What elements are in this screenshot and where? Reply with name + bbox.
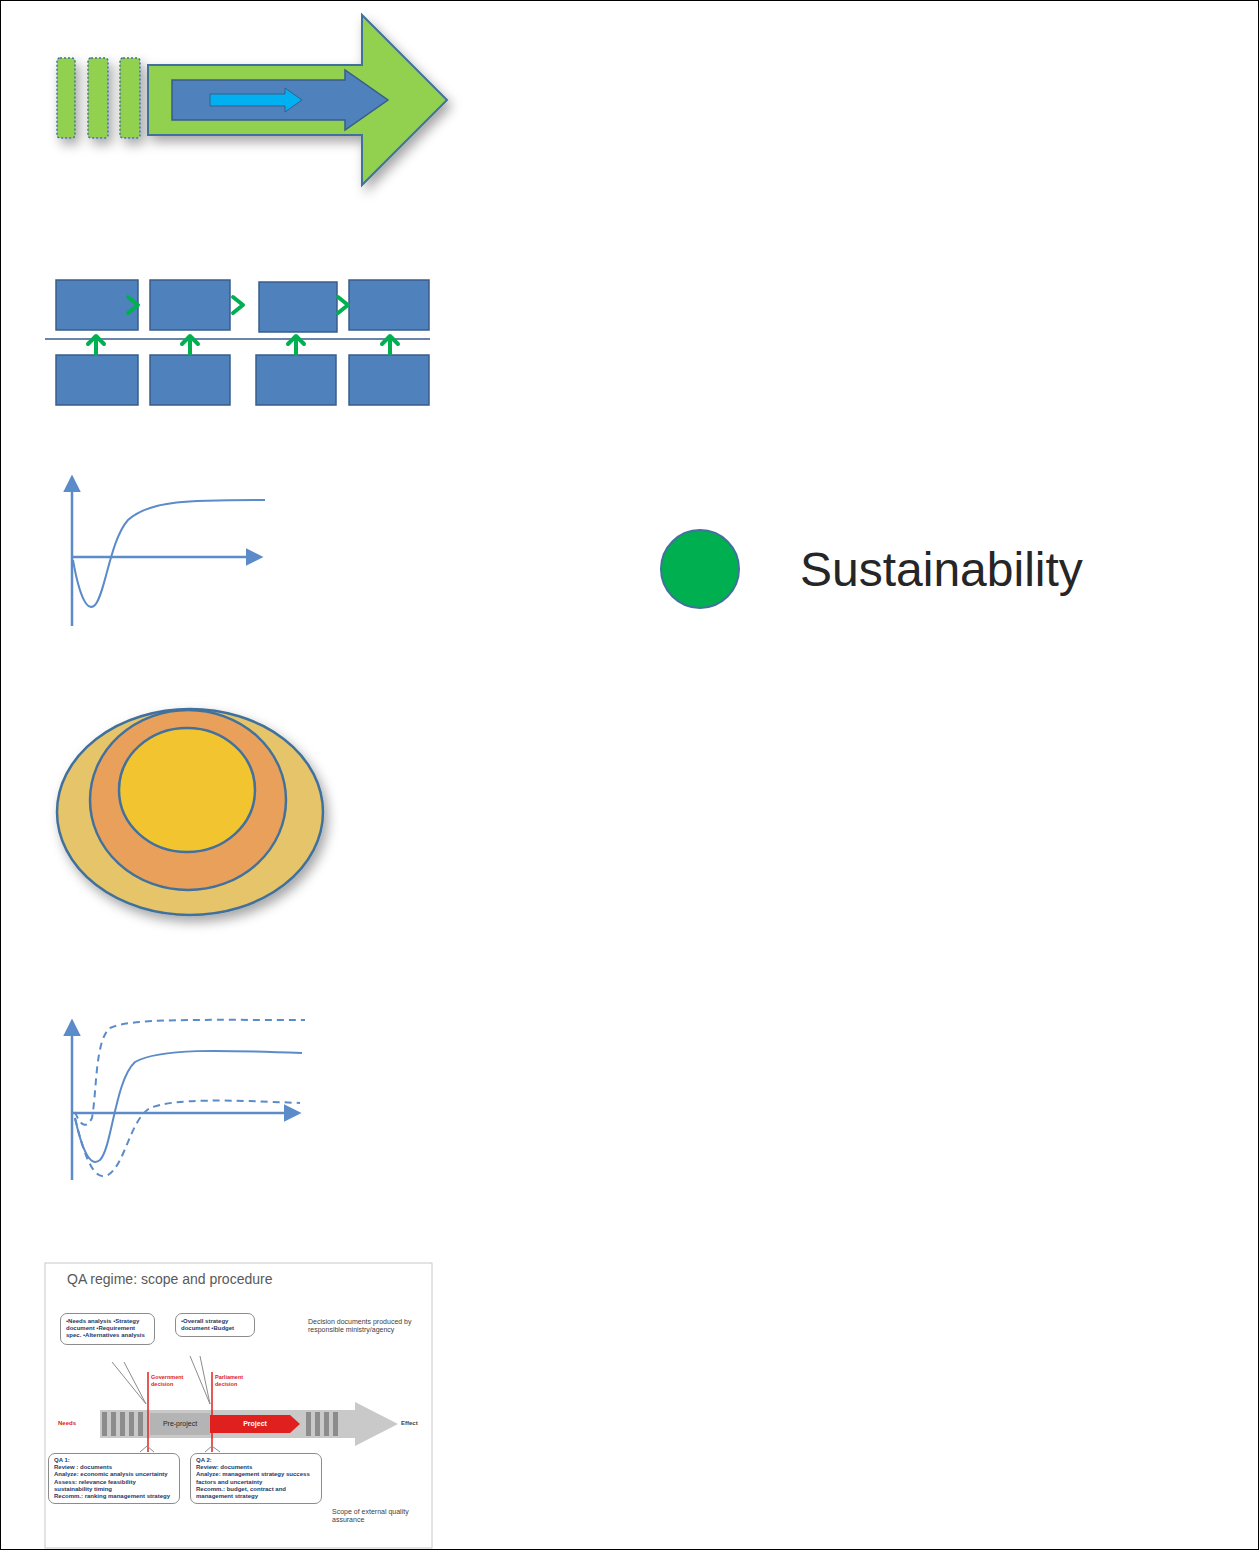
- callout-heading: QA 1:: [54, 1457, 174, 1464]
- uncertainty-curve-icon: [72, 1020, 305, 1180]
- callout-box: •Overall strategy document •Budget: [175, 1313, 255, 1337]
- callout-box: •Needs analysis •Strategy document •Requ…: [60, 1313, 155, 1345]
- callout-box: QA 2:Review: documentsAnalyze: managemen…: [190, 1453, 322, 1504]
- callout-text: Analyze: management strategy success fac…: [196, 1471, 316, 1485]
- callout-text: Review: documents: [196, 1464, 316, 1471]
- callout-text: Recomm.: ranking management strategy: [54, 1493, 174, 1500]
- thumbnail-panel: QA regime: scope and procedure •Needs ana…: [45, 1263, 432, 1548]
- note-text: Decision documents produced by responsib…: [308, 1318, 420, 1335]
- project-arrow: Project: [210, 1413, 300, 1435]
- note-text: Scope of external quality assurance: [332, 1508, 427, 1525]
- process-chain-icon: [45, 280, 430, 405]
- green-arrows: [88, 297, 398, 354]
- benefit-curve-icon: [72, 478, 265, 626]
- phase-box: Pre-project: [150, 1413, 210, 1435]
- progress-arrow-icon: [57, 15, 447, 185]
- legend-text: Sustainability: [800, 542, 1083, 597]
- callout-text: Analyze: economic analysis uncertainty: [54, 1471, 174, 1478]
- nested-ellipses-icon: [57, 709, 323, 915]
- callout-text: Assess: relevance feasibility sustainabi…: [54, 1479, 174, 1493]
- callout-box: QA 1:Review : documentsAnalyze: economic…: [48, 1453, 180, 1504]
- legend-swatch: [660, 529, 740, 609]
- callout-text: •Needs analysis •Strategy document •Requ…: [66, 1318, 149, 1340]
- decision-label: Government decision: [151, 1374, 195, 1387]
- decision-label: Parliament decision: [215, 1374, 259, 1387]
- axis-label: Needs: [58, 1420, 98, 1427]
- arrow-fill: [210, 1415, 300, 1433]
- callout-text: Project: [243, 1420, 267, 1428]
- callout-text: •Overall strategy document •Budget: [181, 1318, 249, 1332]
- callout-text: Recomm.: budget, contract and management…: [196, 1486, 316, 1500]
- callout-text: Review : documents: [54, 1464, 174, 1471]
- legend-item: Sustainability: [660, 529, 1083, 609]
- panel-title: QA regime: scope and procedure: [67, 1271, 272, 1288]
- callout-text: Pre-project: [163, 1420, 197, 1428]
- callout-heading: QA 2:: [196, 1457, 316, 1464]
- qa-thumbnail-art: [45, 1263, 432, 1548]
- axis-label: Effect: [401, 1420, 429, 1427]
